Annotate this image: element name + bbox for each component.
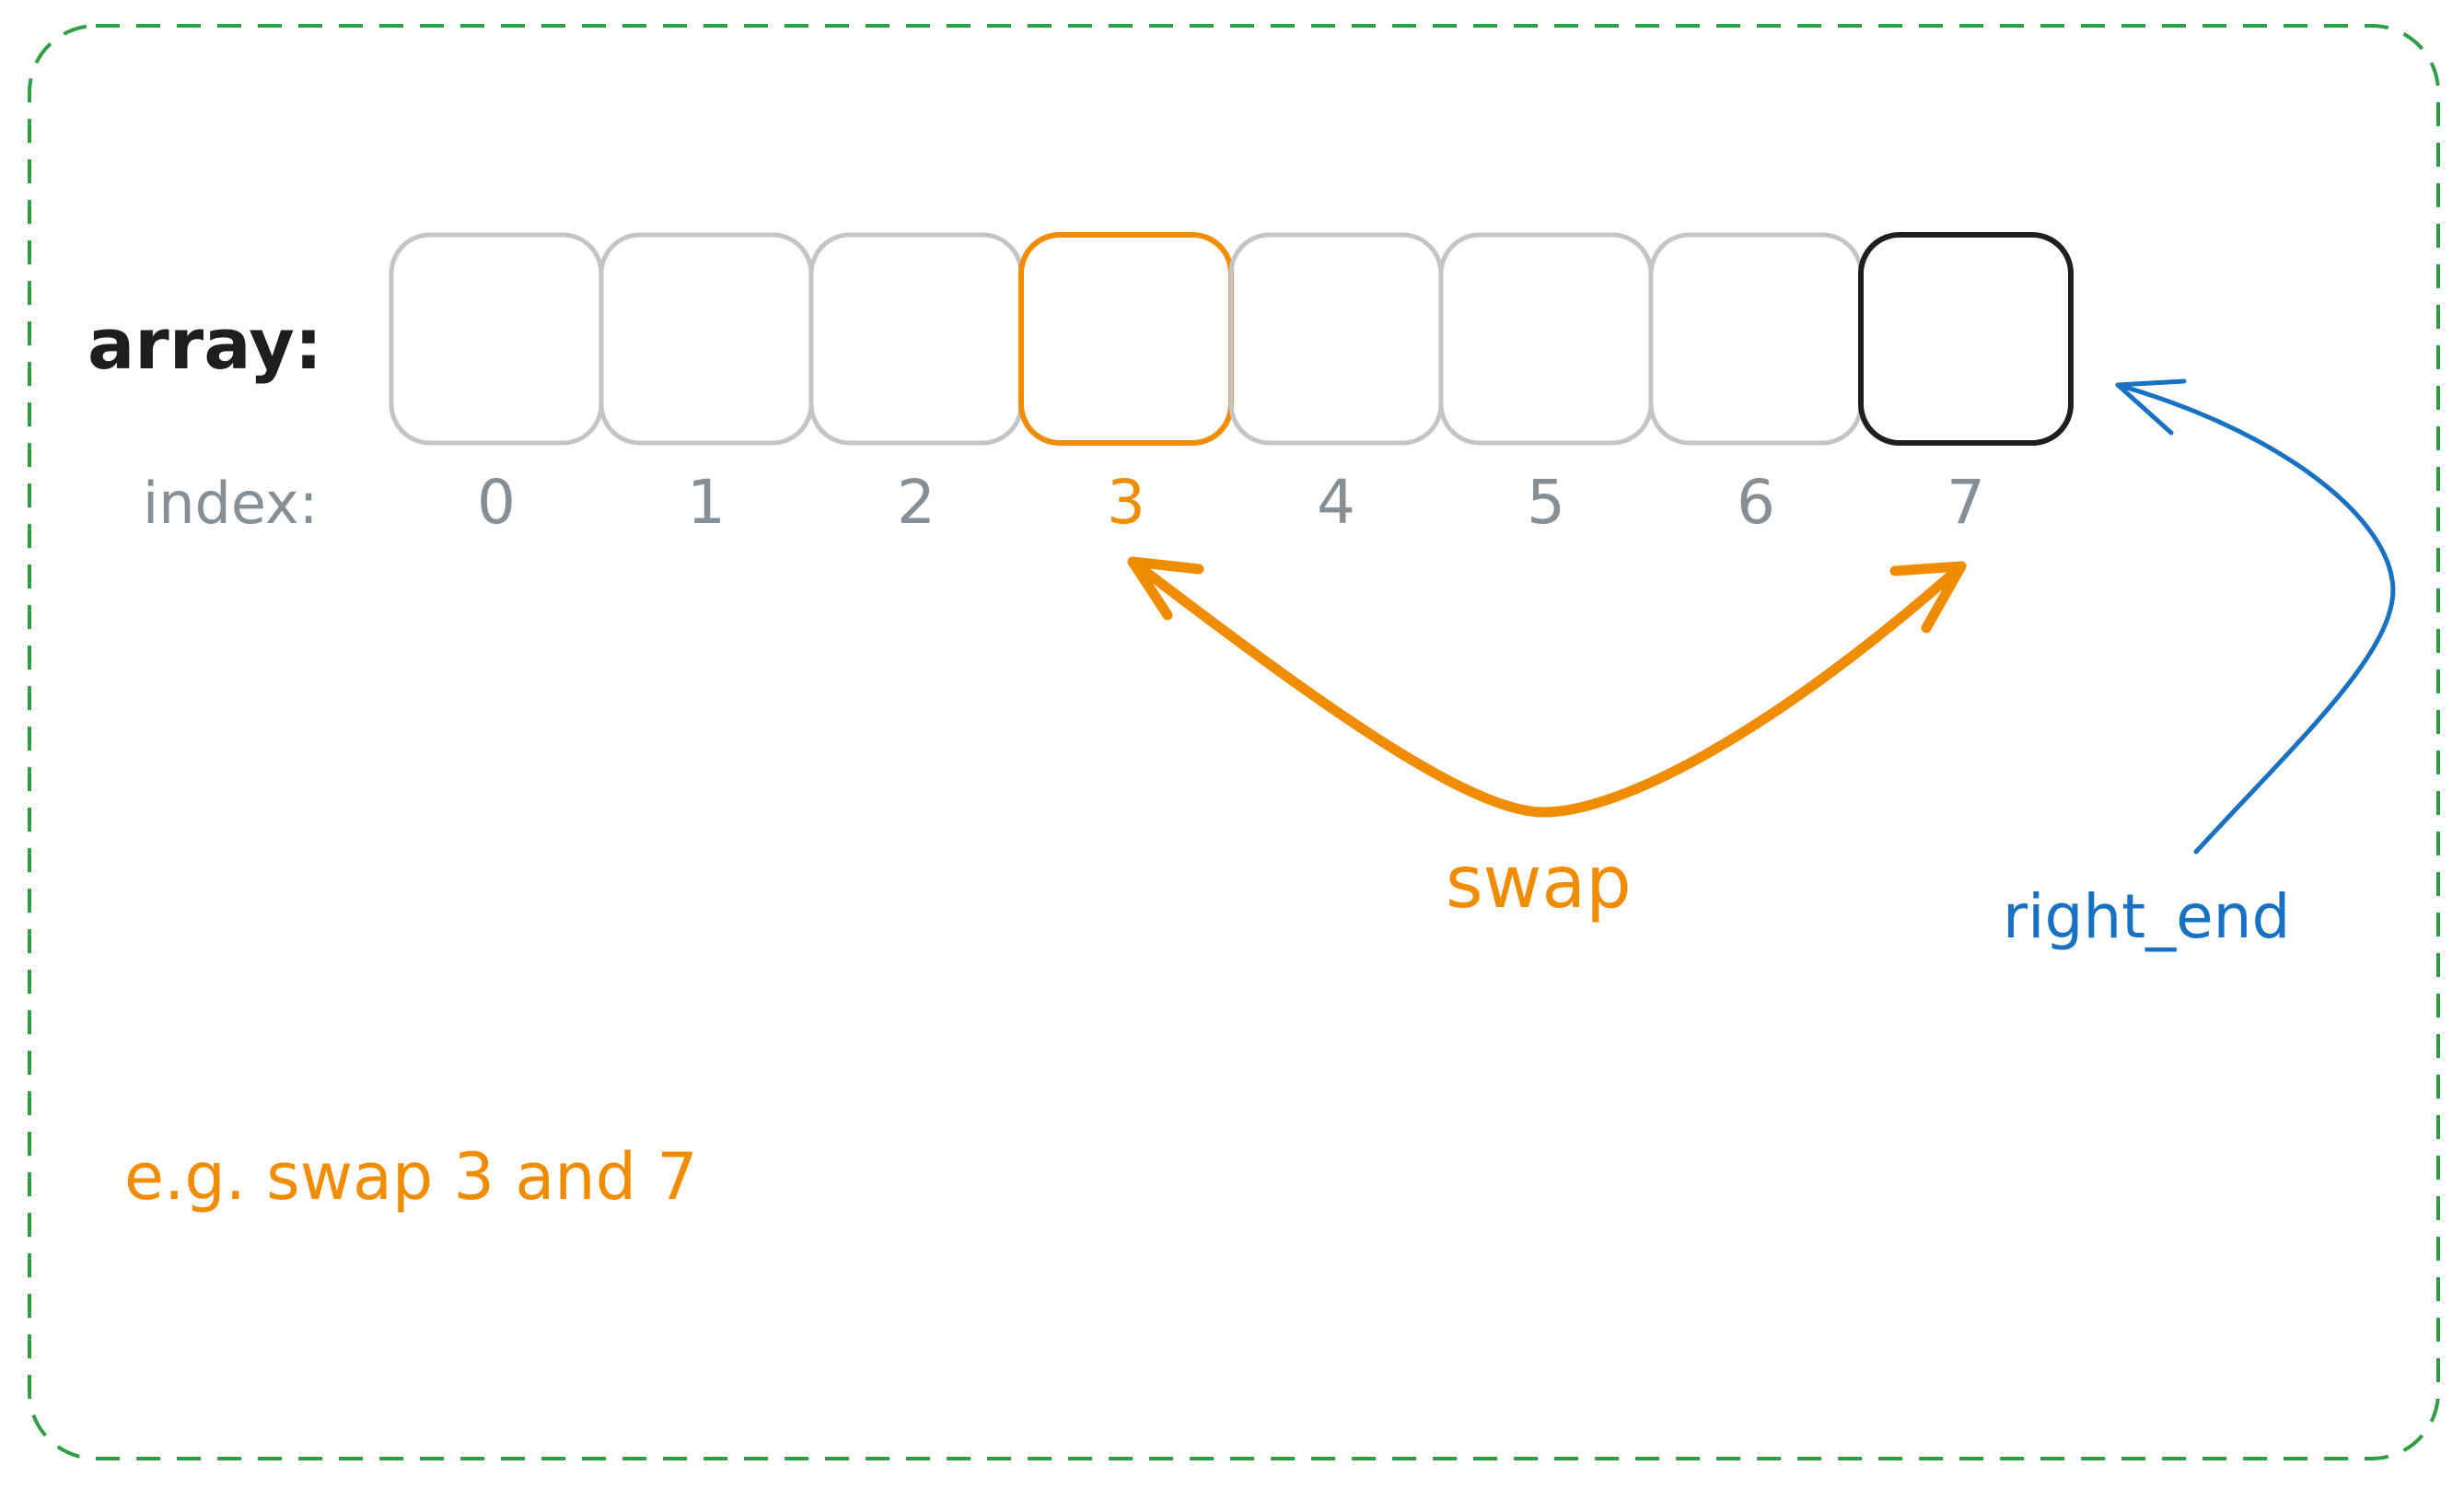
array-cell-6 — [1648, 232, 1864, 446]
swap-arrow-head-right — [1889, 561, 1967, 634]
index-number-0: 0 — [477, 467, 516, 538]
array-cell-3 — [1018, 232, 1234, 446]
index-number-3: 3 — [1107, 467, 1145, 538]
index-number-4: 4 — [1317, 467, 1355, 538]
index-number-7: 7 — [1947, 467, 1985, 538]
array-cell-7 — [1858, 232, 2074, 446]
array-cell-2 — [808, 232, 1024, 446]
right-end-label: right_end — [2003, 881, 2290, 952]
swap-arrow — [1127, 556, 1967, 818]
array-cell-4 — [1228, 232, 1444, 446]
example-label: e.g. swap 3 and 7 — [124, 1139, 698, 1215]
right-end-arrow — [2115, 378, 2396, 855]
index-number-6: 6 — [1737, 467, 1775, 538]
index-number-1: 1 — [687, 467, 726, 538]
index-label: index: — [143, 470, 319, 537]
array-cells — [389, 232, 2074, 446]
right-end-arrow-curve — [2115, 382, 2396, 855]
swap-label: swap — [1446, 842, 1632, 925]
index-number-5: 5 — [1527, 467, 1565, 538]
right-end-arrow-head — [2115, 378, 2187, 436]
array-label: array: — [87, 303, 322, 385]
dashed-frame — [28, 24, 2440, 1460]
array-cell-0 — [389, 232, 604, 446]
index-number-2: 2 — [897, 467, 936, 538]
swap-arrow-curve — [1127, 556, 1967, 818]
swap-arrow-head-left — [1127, 556, 1204, 621]
array-cell-5 — [1438, 232, 1654, 446]
index-labels: 0 1 2 3 4 5 6 7 — [477, 467, 1985, 538]
array-cell-1 — [599, 232, 814, 446]
